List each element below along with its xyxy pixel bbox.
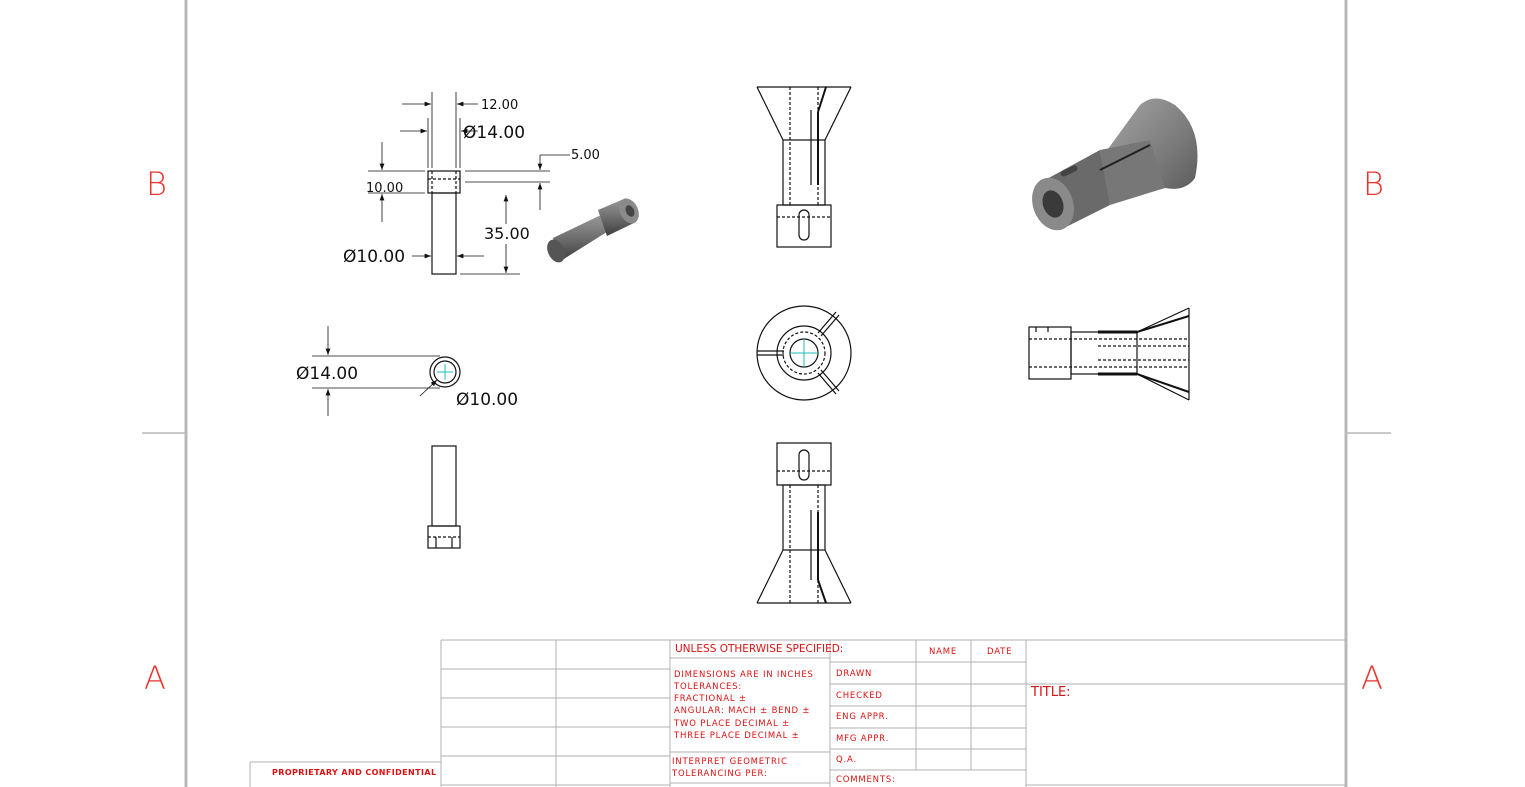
- collet-front-view: [756, 86, 852, 248]
- note-tolerancing-per: TOLERANCING PER:: [672, 769, 768, 779]
- sheet-border: [142, 0, 1391, 787]
- dim-10: 10.00: [366, 181, 403, 196]
- zone-label-right-a: A: [1361, 659, 1383, 697]
- dim-dia-10: Ø10.00: [343, 247, 405, 267]
- note-interpret: INTERPRET GEOMETRIC: [672, 757, 788, 767]
- row-drawn: DRAWN: [836, 669, 873, 679]
- zone-label-right-b: B: [1363, 165, 1384, 203]
- zone-label-left-a: A: [144, 659, 166, 697]
- note-three-place: THREE PLACE DECIMAL ±: [674, 731, 800, 741]
- title-block-grid: [249, 639, 1346, 787]
- collet-bottom-view: [756, 442, 852, 604]
- dim-5: 5.00: [571, 148, 600, 163]
- top-dim-dia-14: Ø14.00: [296, 364, 358, 384]
- collet-isometric-view: [1032, 98, 1198, 231]
- note-dimensions: DIMENSIONS ARE IN INCHES: [674, 670, 814, 680]
- pin-front-view: [368, 92, 570, 275]
- unless-specified-label: UNLESS OTHERWISE SPECIFIED:: [675, 643, 844, 655]
- note-fractional: FRACTIONAL ±: [674, 694, 747, 704]
- dim-dia-14: Ø14.00: [463, 123, 525, 143]
- row-comments: COMMENTS:: [836, 775, 896, 785]
- zone-label-left-b: B: [146, 165, 167, 203]
- pin-isometric-view: [547, 198, 639, 263]
- top-dim-dia-10: Ø10.00: [456, 390, 518, 410]
- note-two-place: TWO PLACE DECIMAL ±: [674, 719, 790, 729]
- dim-35: 35.00: [484, 224, 530, 243]
- row-qa: Q.A.: [836, 755, 857, 765]
- dim-12: 12.00: [481, 98, 518, 113]
- collet-side-view: [1028, 307, 1190, 401]
- note-angular: ANGULAR: MACH ± BEND ±: [674, 706, 811, 716]
- col-date-header: DATE: [987, 647, 1013, 657]
- row-mfg-appr: MFG APPR.: [836, 734, 890, 744]
- col-name-header: NAME: [929, 647, 958, 657]
- note-tolerances: TOLERANCES:: [674, 682, 743, 692]
- proprietary-label: PROPRIETARY AND CONFIDENTIAL: [272, 768, 437, 777]
- pin-top-view: [312, 326, 461, 416]
- pin-side-view: [427, 445, 461, 549]
- row-checked: CHECKED: [836, 691, 883, 701]
- title-label: TITLE:: [1031, 685, 1071, 700]
- row-eng-appr: ENG APPR.: [836, 712, 889, 722]
- collet-top-view: [756, 305, 852, 401]
